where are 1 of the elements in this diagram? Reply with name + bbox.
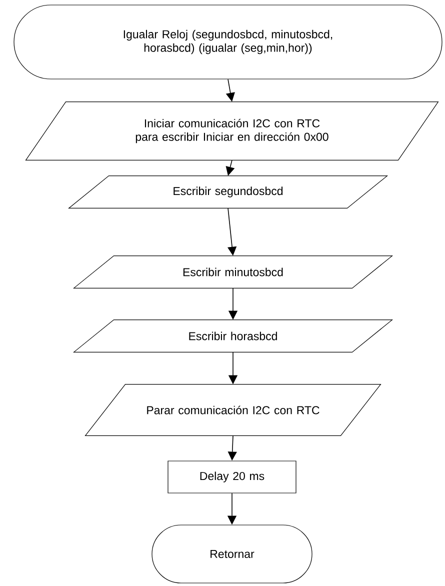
process-box: Delay 20 ms [168,460,296,494]
